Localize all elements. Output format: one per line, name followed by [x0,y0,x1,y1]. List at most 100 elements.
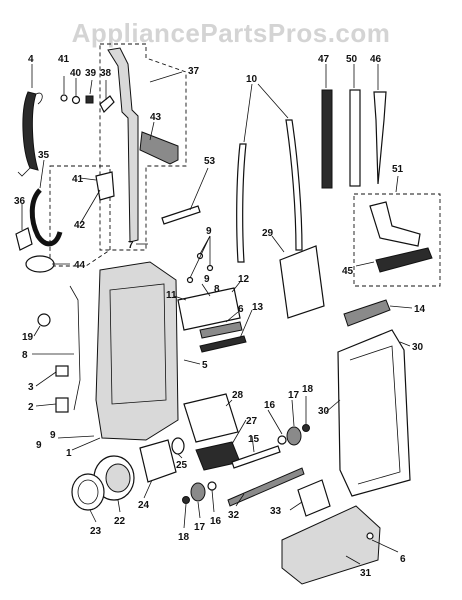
callout-23: 23 [90,526,102,537]
callout-6b: 6 [400,554,406,565]
screw-part [182,496,190,504]
power-cord-part [22,91,39,171]
callout-31: 31 [360,568,372,579]
callout-1: 1 [66,448,72,459]
hose-part [29,188,63,247]
watermark-text: AppliancePartsPros.com [72,18,391,48]
callout-9b: 9 [204,274,210,285]
callout-39: 39 [85,68,97,79]
callout-46: 46 [370,54,382,65]
callout-18b: 18 [178,532,190,543]
callout-53: 53 [204,156,216,167]
wand-part [321,89,333,189]
hose-elbow-part [25,255,55,273]
callout-17b: 17 [194,522,206,533]
callout-19: 19 [22,332,34,343]
ring-part [171,437,185,455]
callout-41b: 41 [72,174,84,185]
attachment-tools-box [353,193,441,287]
hose-cuff-part [15,227,33,251]
screw-part [366,532,374,540]
callout-labels: 4 41 40 39 38 37 43 35 41 42 36 44 7 53 … [14,54,426,579]
callout-11: 11 [166,290,177,301]
callout-30b: 30 [318,406,330,417]
leader-lines [21,64,413,565]
rod-part [227,467,305,507]
main-body-part [95,261,179,441]
callout-30: 30 [412,342,424,353]
release-latch-part [343,299,391,327]
screw-part [302,424,310,432]
callout-9: 9 [206,226,212,237]
washer-part [207,481,217,491]
callout-51: 51 [392,164,404,175]
callout-3: 3 [28,382,34,393]
gasket-part [199,321,243,339]
callout-16b: 16 [210,516,222,527]
callout-16: 16 [264,400,276,411]
callout-35: 35 [38,150,50,161]
callout-4: 4 [28,54,34,65]
callout-18: 18 [302,384,314,395]
bearing-cap-part [190,482,206,502]
callout-14: 14 [414,304,426,315]
upper-handle-part [107,47,139,243]
motor-hub-part [105,463,131,493]
bag-housing-inner [349,345,401,485]
callout-6: 6 [238,304,244,315]
washer-part [277,435,287,445]
callout-40: 40 [70,68,82,79]
dirt-container-part [281,505,381,585]
motor-cap-inner [77,479,99,505]
clip-part [99,95,115,114]
crevice-tool-part [373,91,387,185]
callout-17: 17 [288,390,300,401]
callout-22: 22 [114,516,126,527]
callout-50: 50 [346,54,358,65]
callout-45: 45 [342,266,354,277]
callout-32: 32 [228,510,240,521]
callout-38: 38 [100,68,112,79]
handle-assembly-box [99,43,187,251]
strip-part [199,335,247,353]
rear-panel-part [279,245,325,319]
callout-29: 29 [262,228,274,239]
upholstery-tool-part [369,201,421,247]
screw-part [186,276,194,284]
right-rail-part [285,119,303,251]
shaft-part [231,445,281,469]
callout-41: 41 [58,54,70,65]
callout-47: 47 [318,54,330,65]
bolt-part [161,205,201,225]
main-body-inner [109,283,167,405]
callout-42: 42 [74,220,86,231]
callout-2: 2 [28,402,34,413]
callout-37: 37 [188,66,200,77]
bearing-part [55,397,69,413]
callout-13: 13 [252,302,264,313]
callout-9c: 9 [50,430,56,441]
filter-bag-part [297,479,331,517]
callout-24: 24 [138,500,150,511]
motor-cover-part [177,287,241,331]
filter-part [183,393,239,443]
callout-27: 27 [246,416,258,427]
left-rail-part [236,143,247,263]
washer-part [71,95,81,105]
callout-10: 10 [246,74,258,85]
bag-housing-part [337,329,411,497]
hose-bracket-part [95,171,115,201]
callout-7: 7 [128,240,134,251]
callout-44: 44 [74,260,86,271]
nut-part [85,95,94,104]
screw-part [60,94,68,102]
callout-36: 36 [14,196,26,207]
callout-9d: 9 [36,440,42,451]
bearing-cap-part [286,426,302,446]
hose-assembly-box [49,165,111,267]
callout-8: 8 [214,284,220,295]
callout-28: 28 [232,390,244,401]
callout-12: 12 [238,274,250,285]
callout-8b: 8 [22,350,28,361]
